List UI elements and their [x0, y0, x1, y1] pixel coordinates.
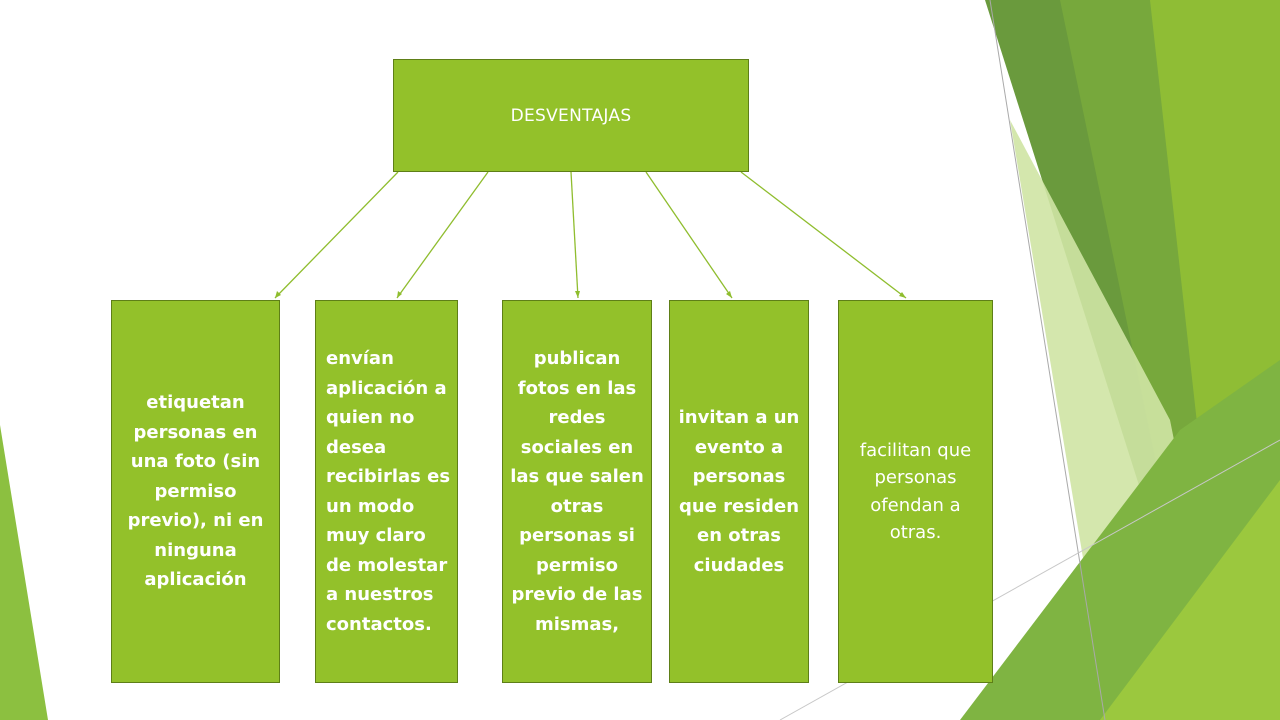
- child-node-label: etiquetan personas en una foto (sin perm…: [127, 392, 264, 591]
- root-node-label: DESVENTAJAS: [510, 105, 632, 126]
- child-node-label: facilitan que personas ofendan a otras.: [859, 439, 972, 544]
- child-node-facilitan[interactable]: facilitan que personas ofendan a otras.: [838, 300, 993, 683]
- child-node-label: envían aplicación a quien no desea recib…: [326, 348, 451, 635]
- child-node-label: invitan a un evento a personas que resid…: [678, 407, 800, 576]
- child-node-label: publican fotos en las redes sociales en …: [510, 348, 644, 635]
- child-node-publican[interactable]: publican fotos en las redes sociales en …: [502, 300, 652, 683]
- child-node-invitan[interactable]: invitan a un evento a personas que resid…: [669, 300, 809, 683]
- root-node-desventajas[interactable]: DESVENTAJAS: [393, 59, 749, 172]
- decor-line-a: [989, 0, 1106, 720]
- child-node-envian[interactable]: envían aplicación a quien no desea recib…: [315, 300, 458, 683]
- child-node-etiquetan[interactable]: etiquetan personas en una foto (sin perm…: [111, 300, 280, 683]
- left-bottom-triangle: [0, 425, 48, 720]
- right-bottom-light-triangle: [1100, 480, 1280, 720]
